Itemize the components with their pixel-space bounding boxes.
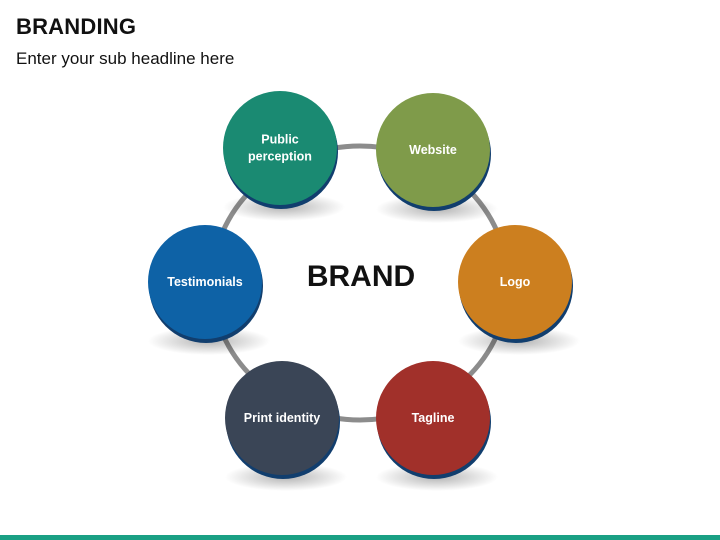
node-circle (148, 225, 262, 339)
node-label: perception (248, 150, 312, 164)
node-label: Public (261, 133, 299, 147)
node-logo: Logo (458, 225, 573, 343)
node-print-identity: Print identity (225, 361, 340, 479)
node-website: Website (376, 93, 491, 211)
node-label: Logo (500, 275, 531, 289)
node-circle (376, 93, 490, 207)
slide-subtitle: Enter your sub headline here (16, 49, 235, 68)
accent-bar (0, 535, 720, 540)
node-public-perception: Public perception (223, 91, 338, 209)
node-label: Print identity (244, 411, 320, 425)
node-circle (376, 361, 490, 475)
node-testimonials: Testimonials (148, 225, 263, 343)
slide-title: BRANDING (16, 14, 137, 39)
node-circle (225, 361, 339, 475)
node-circle (458, 225, 572, 339)
node-label: Testimonials (167, 275, 243, 289)
node-label: Tagline (412, 411, 455, 425)
node-label: Website (409, 143, 457, 157)
node-tagline: Tagline (376, 361, 491, 479)
center-label: BRAND (307, 260, 415, 293)
node-circle (223, 91, 337, 205)
